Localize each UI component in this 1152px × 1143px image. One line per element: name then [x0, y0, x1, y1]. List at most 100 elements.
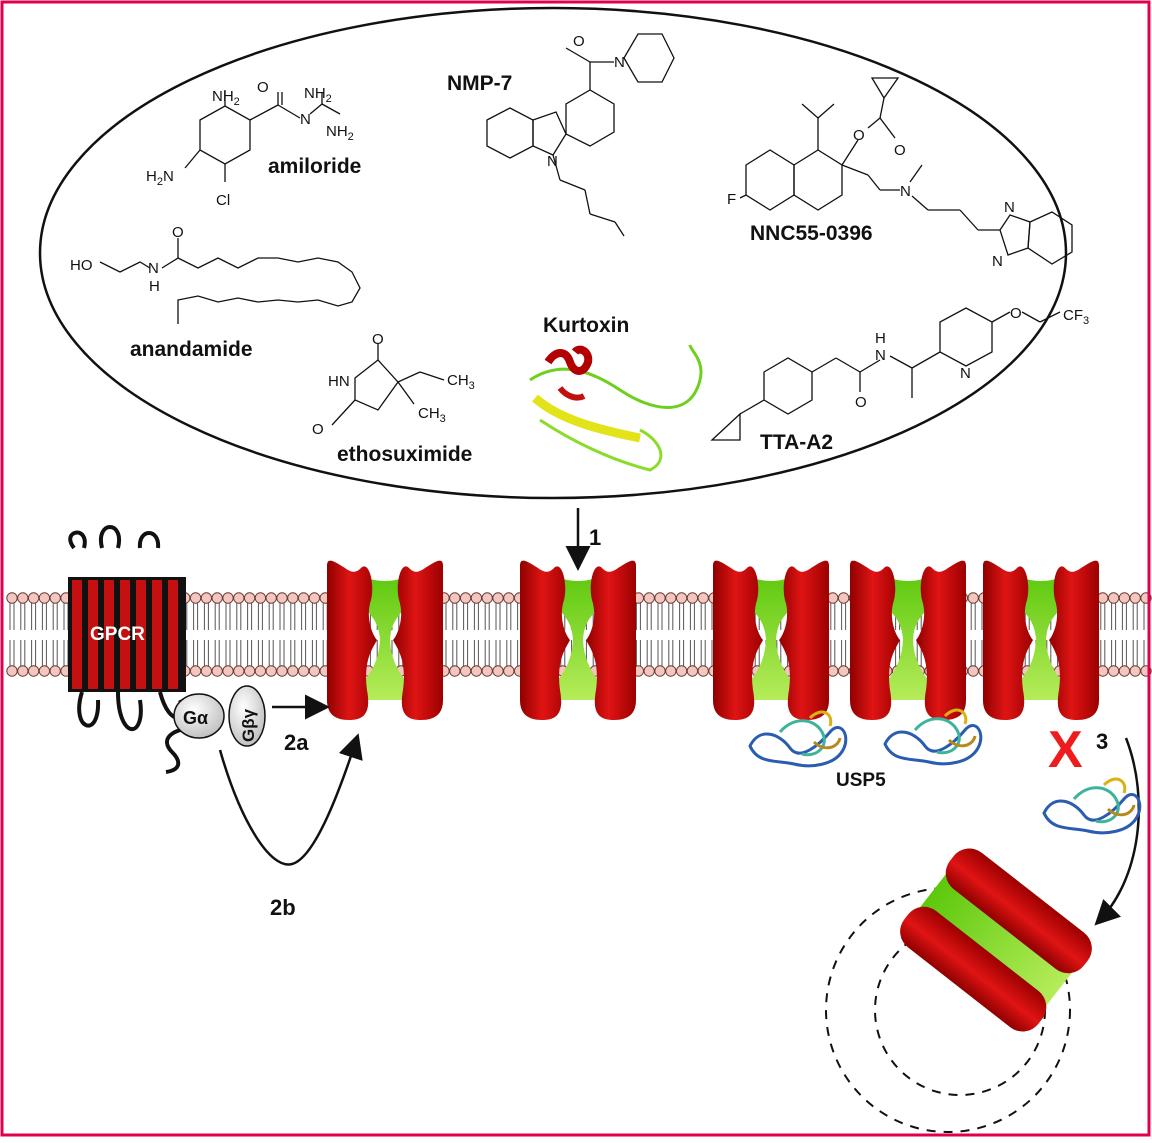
- lipid-head: [481, 592, 493, 604]
- lipid-head: [675, 592, 688, 604]
- atom-label: N: [900, 183, 911, 200]
- lipid-head: [1107, 592, 1120, 604]
- lipid-head: [470, 665, 483, 677]
- lipid-head: [837, 665, 850, 677]
- usp5-protein: [1042, 777, 1142, 835]
- anandamide-structure: HO N H O: [70, 224, 361, 324]
- lipid-head: [200, 665, 213, 677]
- amiloride-label: amiloride: [268, 155, 361, 178]
- lipid-head: [665, 665, 677, 677]
- lipid-head: [254, 592, 267, 604]
- lipid-head: [1118, 665, 1131, 677]
- lipid-head: [200, 592, 213, 604]
- g-alpha-subunit: [173, 693, 225, 739]
- atom-label: O: [853, 127, 865, 144]
- channel-domain-right: [586, 560, 636, 720]
- atom-label: O: [372, 331, 384, 348]
- tta-label: TTA-A2: [760, 431, 833, 454]
- lipid-head: [449, 665, 461, 677]
- lipid-head: [297, 665, 310, 677]
- atom-label: O: [1010, 305, 1022, 322]
- kurtoxin-structure: [529, 344, 703, 472]
- atom-label: O: [172, 224, 184, 241]
- calcium-channel: [327, 560, 443, 720]
- atom-label: HO: [70, 257, 93, 274]
- lipid-head: [38, 592, 51, 604]
- lipid-head: [297, 592, 310, 604]
- lipid-head: [6, 665, 18, 677]
- lipid-head: [189, 665, 202, 677]
- lipid-head: [308, 592, 321, 604]
- atom-label: Cl: [216, 192, 230, 209]
- svg-text:NH2: NH2: [304, 85, 332, 105]
- calcium-channel: [520, 560, 636, 720]
- lipid-head: [222, 665, 234, 677]
- nnc-label: NNC55-0396: [750, 222, 873, 245]
- lipid-head: [27, 592, 40, 604]
- channel-domain-left: [327, 560, 377, 720]
- lipid-head: [49, 665, 61, 677]
- lipid-head: [675, 665, 688, 677]
- lipid-head: [697, 665, 709, 677]
- atom-label: O: [855, 394, 867, 411]
- step2b-label: 2b: [270, 895, 296, 920]
- channel-domain-right: [393, 560, 443, 720]
- usp5-proteins: [748, 708, 1142, 835]
- lipid-head: [492, 665, 504, 677]
- lipid-head: [837, 592, 850, 604]
- svg-text:CH3: CH3: [418, 405, 446, 425]
- calcium-channel: [713, 560, 829, 720]
- lipid-head: [1118, 592, 1131, 604]
- channel-domain-right: [1049, 560, 1099, 720]
- atom-label: N: [547, 153, 558, 170]
- atom-label: H: [875, 330, 886, 347]
- atom-label: NH: [326, 123, 348, 140]
- lipid-head: [654, 592, 666, 604]
- lipid-head: [265, 665, 277, 677]
- atom-label: N: [992, 253, 1003, 270]
- lipid-head: [459, 592, 472, 604]
- internalized-channel: [900, 848, 1092, 1032]
- atom-label: O: [257, 79, 269, 96]
- svg-text:CH3: CH3: [447, 372, 475, 392]
- usp5-protein: [748, 710, 848, 768]
- atom-label: CH: [447, 372, 469, 389]
- atom-label: N: [300, 111, 311, 128]
- lipid-head: [503, 592, 515, 604]
- lipid-head: [308, 665, 321, 677]
- x-mark: X: [1048, 721, 1083, 779]
- channel-domain-right: [916, 560, 966, 720]
- lipid-head: [243, 592, 256, 604]
- g-betagamma-label: Gβγ: [239, 708, 258, 742]
- g-protein-tail: [165, 726, 199, 774]
- lipid-head: [38, 665, 51, 677]
- ethosuximide-structure: HN O O CH3 CH3: [312, 331, 475, 438]
- atom-label: O: [312, 421, 324, 438]
- lipid-head: [449, 592, 461, 604]
- lipid-head: [665, 592, 677, 604]
- channel-domain-left: [983, 560, 1033, 720]
- lipid-head: [233, 665, 245, 677]
- gpcr-label: GPCR: [90, 624, 145, 645]
- channel-domain-left: [850, 560, 900, 720]
- lipid-head: [211, 592, 223, 604]
- lipid-head: [697, 592, 709, 604]
- lipid-head: [287, 665, 299, 677]
- atom-label: H: [146, 168, 157, 185]
- nnc-structure: F O O N N N: [727, 77, 1073, 270]
- tta-structure: O N H N O CF3: [710, 305, 1089, 441]
- lipid-head: [643, 592, 655, 604]
- amiloride-structure: NH2 O N NH2 NH2 H2N Cl: [146, 79, 354, 209]
- lipid-head: [17, 665, 29, 677]
- lipid-head: [967, 665, 979, 677]
- atom-label: HN: [328, 373, 350, 390]
- calcium-channel: [850, 560, 966, 720]
- lipid-head: [503, 665, 515, 677]
- lipid-head: [1097, 665, 1109, 677]
- kurtoxin-label: Kurtoxin: [543, 314, 629, 337]
- lipid-head: [827, 665, 839, 677]
- calcium-channels: [327, 560, 1099, 720]
- arrow-step2b: [218, 733, 363, 866]
